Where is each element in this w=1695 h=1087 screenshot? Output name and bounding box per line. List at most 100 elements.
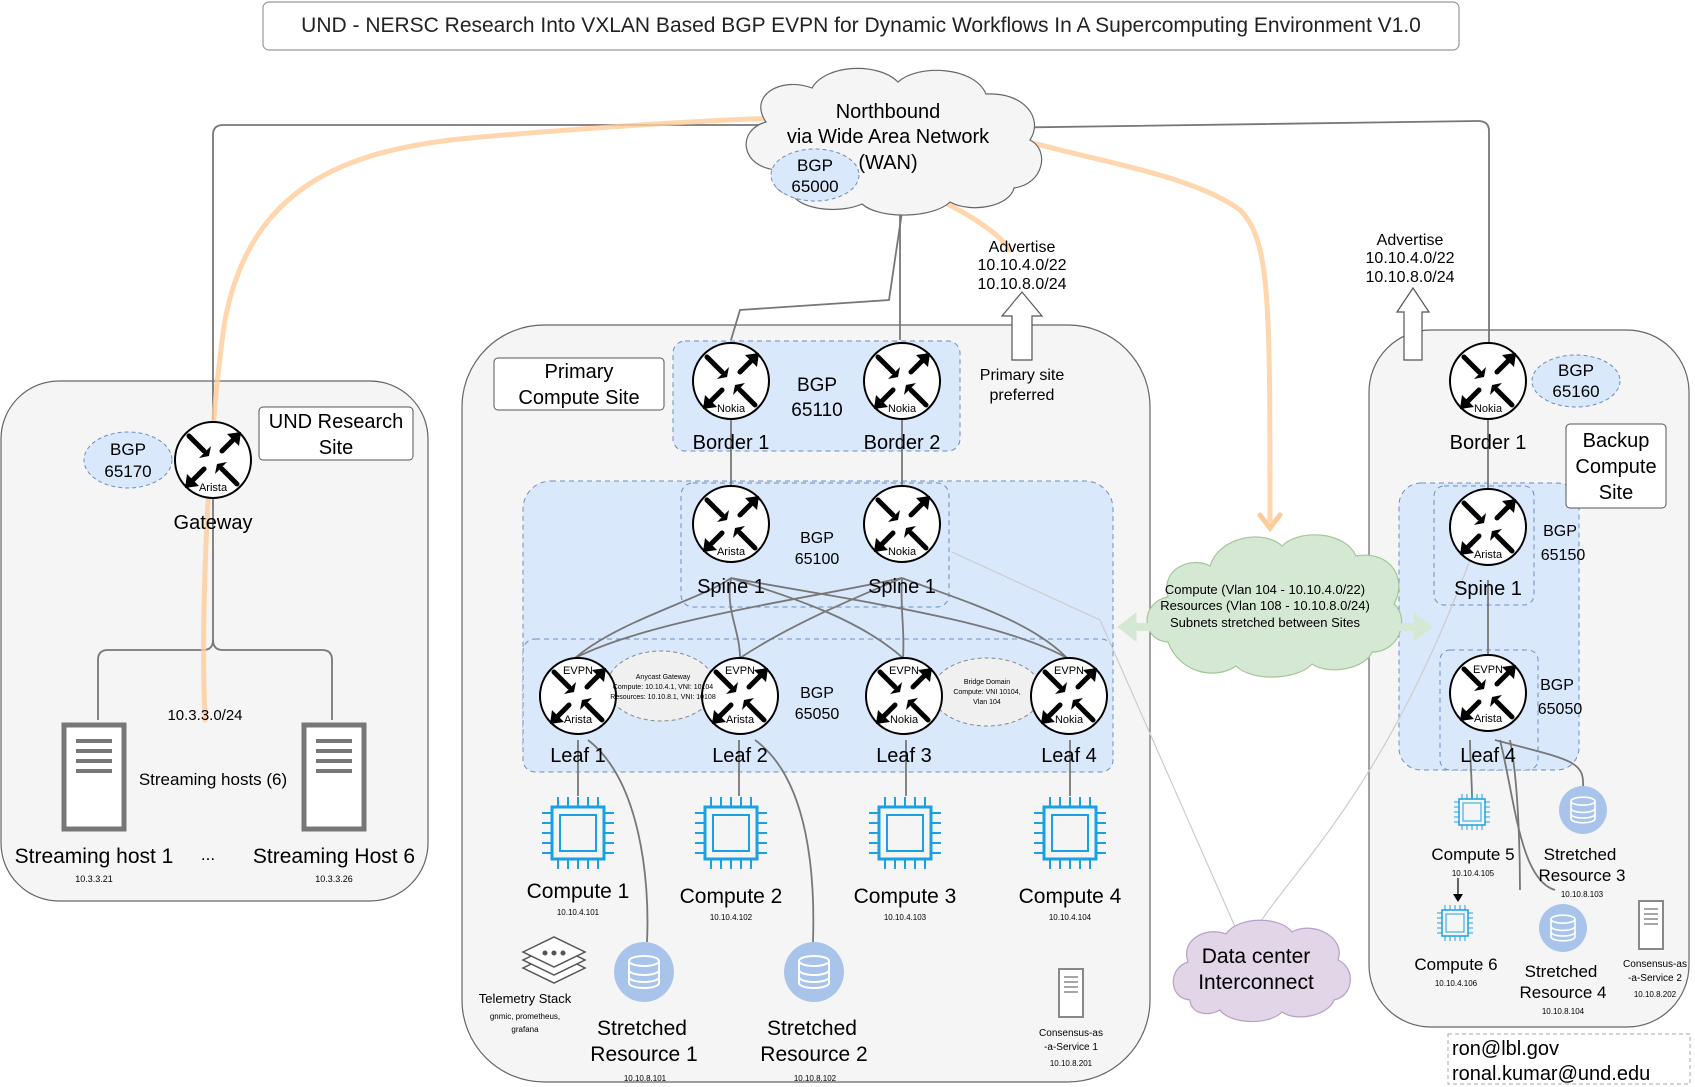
compute5-label: Compute 5	[1431, 845, 1514, 864]
leaf4-label: Leaf 4	[1041, 745, 1097, 767]
res2-label-line1: Stretched	[767, 1017, 857, 1040]
telemetry-stack-icon	[521, 936, 587, 984]
streaming-host6-ip: 10.3.3.26	[315, 874, 353, 884]
primary-advertise-net2: 10.10.8.0/24	[978, 276, 1067, 293]
primary-site-title-line2: Compute Site	[518, 387, 639, 409]
leaf2-label: Leaf 2	[712, 745, 768, 767]
res3-database-icon	[1558, 785, 1608, 835]
res3-ip: 10.10.8.103	[1561, 890, 1604, 899]
primary-preferred-line2: preferred	[990, 387, 1055, 404]
caas2-server-icon	[1638, 900, 1664, 950]
gateway-bgp-badge	[83, 431, 173, 489]
primary-leaf-bgp-asn: 65050	[795, 706, 840, 723]
backup-leaf-vendor: Arista	[1474, 713, 1503, 725]
primary-advertise-net1: 10.10.4.0/22	[978, 257, 1067, 274]
backup-leaf-evpn: EVPN	[1473, 664, 1503, 676]
wan-label-line1: Northbound	[836, 101, 941, 123]
backup-spine-bgp-label: BGP	[1543, 523, 1577, 540]
primary-spine-bgp-label: BGP	[800, 530, 834, 547]
backup-site-title-line2: Compute	[1575, 456, 1656, 478]
compute1-label: Compute 1	[527, 880, 630, 903]
backup-site-title-line3: Site	[1599, 482, 1633, 504]
spine2-label: Spine 1	[868, 576, 936, 598]
gateway-label: Gateway	[174, 512, 253, 534]
telemetry-sub1: gnmic, prometheus,	[490, 1012, 560, 1021]
contact-email2: ronal.kumar@und.edu	[1452, 1063, 1650, 1085]
backup-border-vendor: Nokia	[1474, 403, 1503, 415]
compute3-ip: 10.10.4.103	[884, 913, 927, 922]
border2-vendor: Nokia	[888, 403, 917, 415]
contacts-box	[1447, 1033, 1691, 1085]
streaming-host1-server-icon	[64, 725, 124, 829]
backup-spine-vendor: Arista	[1474, 549, 1503, 561]
backup-border-bgp-badge	[1531, 354, 1621, 408]
streaming-hosts-caption: Streaming hosts (6)	[139, 770, 287, 789]
stretch-arrows	[1117, 611, 1433, 643]
compute3-label: Compute 3	[854, 885, 957, 908]
connections	[97, 120, 1584, 943]
res2-database-icon	[783, 941, 845, 1003]
backup-spine-bgp-asn: 65150	[1541, 547, 1586, 564]
streaming-host6-label: Streaming Host 6	[253, 845, 415, 868]
leaf1-evpn: EVPN	[563, 665, 593, 677]
anycast-line1: Anycast Gateway	[636, 674, 691, 681]
dci-links	[951, 551, 1471, 939]
diagram-title: UND - NERSC Research Into VXLAN Based BG…	[301, 14, 1421, 37]
res3-label-line1: Stretched	[1544, 845, 1617, 864]
dci-label-line2: Interconnect	[1198, 971, 1314, 994]
compute4-label: Compute 4	[1019, 885, 1122, 908]
primary-site-title-line1: Primary	[545, 361, 614, 383]
compute2-label: Compute 2	[680, 885, 783, 908]
spine1-vendor: Arista	[717, 546, 746, 558]
gateway-vendor: Arista	[199, 482, 228, 494]
primary-advertise-arrow	[1000, 291, 1044, 361]
res1-label-line1: Stretched	[597, 1017, 687, 1040]
dci-label-line1: Data center	[1202, 945, 1311, 968]
gateway-bgp-label: BGP	[110, 440, 146, 459]
leaf1-vendor: Arista	[564, 714, 593, 726]
backup-site-title-box	[1565, 423, 1667, 509]
bridge-line2: Compute: VNI 10104,	[953, 689, 1020, 696]
res1-label-line2: Resource 1	[590, 1043, 697, 1066]
und-site-title-line2: Site	[319, 437, 353, 459]
bridge-line1: Bridge Domain	[964, 679, 1010, 686]
leaf3-evpn: EVPN	[889, 665, 919, 677]
backup-leaf-label: Leaf 4	[1460, 745, 1516, 767]
spine2-vendor: Nokia	[888, 546, 917, 558]
compute1-ip: 10.10.4.101	[557, 908, 600, 917]
und-subnet-label: 10.3.3.0/24	[167, 707, 242, 724]
caas1-ip: 10.10.8.201	[1050, 1059, 1093, 1068]
und-site-title-box	[258, 406, 414, 461]
backup-leaf-bgp-label: BGP	[1540, 677, 1574, 694]
backup-site-title-line1: Backup	[1583, 430, 1650, 452]
compute5-ip: 10.10.4.105	[1452, 869, 1495, 878]
caas1-label-line2: -a-Service 1	[1044, 1042, 1098, 1053]
streaming-host1-label: Streaming host 1	[15, 845, 174, 868]
contact-email1: ron@lbl.gov	[1452, 1038, 1559, 1060]
caas1-label-line1: Consensus-as	[1039, 1028, 1103, 1039]
border1-vendor: Nokia	[717, 403, 746, 415]
streaming-hosts-ellipsis: ...	[201, 845, 215, 864]
res4-ip: 10.10.8.104	[1542, 1007, 1585, 1016]
primary-border-bgp-asn: 65110	[791, 400, 842, 421]
primary-site-title-box	[493, 357, 665, 411]
compute2-ip: 10.10.4.102	[710, 913, 753, 922]
leaf3-label: Leaf 3	[876, 745, 932, 767]
leaf4-evpn: EVPN	[1054, 665, 1084, 677]
bridge-line3: Vlan 104	[973, 699, 1001, 706]
compute6-ip: 10.10.4.106	[1435, 979, 1478, 988]
stretch-line3: Subnets stretched between Sites	[1170, 615, 1361, 630]
caas1-server-icon	[1058, 968, 1084, 1018]
backup-advertise-net2: 10.10.8.0/24	[1366, 269, 1455, 286]
border2-label: Border 2	[864, 432, 941, 454]
wan-bgp-label: BGP	[797, 156, 833, 175]
res2-label-line2: Resource 2	[760, 1043, 867, 1066]
leaf2-evpn: EVPN	[725, 665, 755, 677]
leaf1-label: Leaf 1	[550, 745, 606, 767]
wan-bgp-badge	[770, 148, 860, 202]
wan-bgp-asn: 65000	[791, 177, 838, 196]
backup-spine-label: Spine 1	[1454, 578, 1522, 600]
und-site-title-line1: UND Research	[269, 411, 403, 433]
anycast-line3: Resources: 10.10.8.1, VNI: 10108	[610, 694, 716, 701]
